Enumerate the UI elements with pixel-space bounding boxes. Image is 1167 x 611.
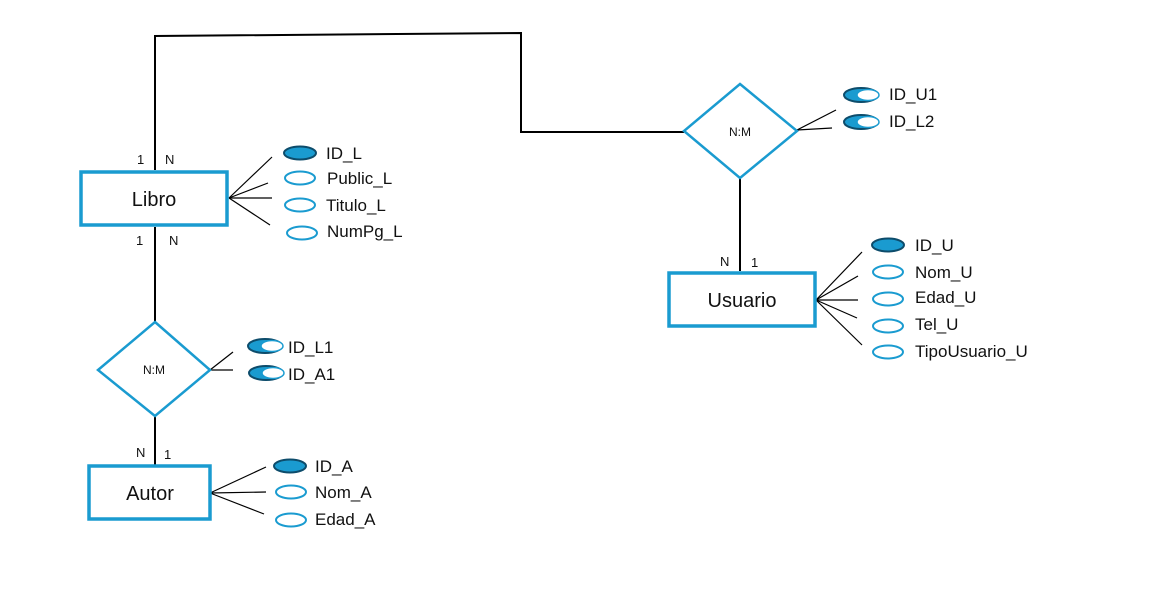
card-libro-bottom-right: N <box>169 233 178 248</box>
primary-key-icon <box>283 145 317 161</box>
nm-autor-attr-line-1 <box>209 351 234 371</box>
relationship-libro-usuario[interactable]: N:M <box>682 82 799 180</box>
foreign-key-icon <box>843 114 880 130</box>
attribute-libro-2[interactable]: Titulo_L <box>284 196 386 215</box>
attribute-icon <box>284 197 316 213</box>
entity-autor[interactable]: Autor <box>87 464 212 521</box>
svg-text:Nom_A: Nom_A <box>315 483 372 502</box>
svg-text:ID_A1: ID_A1 <box>288 365 335 384</box>
attribute-icon <box>284 170 316 186</box>
foreign-key-icon <box>248 365 285 381</box>
card-autor-top-left: N <box>136 445 145 460</box>
attribute-libro-1[interactable]: Public_L <box>284 169 392 188</box>
entity-libro[interactable]: Libro <box>79 170 229 227</box>
connector-libro-nm-usuario <box>154 31 684 170</box>
attribute-usuario-1[interactable]: Nom_U <box>872 263 973 282</box>
autor-attribute-lines <box>209 466 267 515</box>
nm-usuario-attr-line-1 <box>796 109 837 131</box>
attribute-icon <box>275 484 307 500</box>
svg-text:ID_L: ID_L <box>326 144 362 163</box>
libro-attribute-lines <box>228 156 273 226</box>
card-libro-top-right: N <box>165 152 174 167</box>
attribute-libro-3[interactable]: NumPg_L <box>286 222 403 241</box>
relationship-libro-autor-label: N:M <box>143 363 165 377</box>
attribute-icon <box>275 512 307 528</box>
svg-text:ID_A: ID_A <box>315 457 353 476</box>
svg-text:Tel_U: Tel_U <box>915 315 958 334</box>
foreign-key-icon <box>247 338 284 354</box>
svg-text:ID_U: ID_U <box>915 236 954 255</box>
attribute-icon <box>872 344 904 360</box>
attribute-autor-2[interactable]: Edad_A <box>275 510 376 529</box>
card-libro-bottom-left: 1 <box>136 233 143 248</box>
entity-autor-label: Autor <box>126 483 174 505</box>
relationship-attribute-libro-usuario-1[interactable]: ID_L2 <box>843 112 934 131</box>
relationship-attribute-libro-usuario-0[interactable]: ID_U1 <box>843 85 937 104</box>
svg-text:NumPg_L: NumPg_L <box>327 222 403 241</box>
attribute-libro-0[interactable]: ID_L <box>283 144 362 163</box>
svg-text:Edad_U: Edad_U <box>915 288 976 307</box>
entity-usuario[interactable]: Usuario <box>667 271 817 328</box>
primary-key-icon <box>273 458 307 474</box>
svg-text:Public_L: Public_L <box>327 169 392 188</box>
usuario-attribute-lines <box>815 251 863 346</box>
attribute-usuario-4[interactable]: TipoUsuario_U <box>872 342 1028 361</box>
card-autor-top-right: 1 <box>164 447 171 462</box>
card-usuario-top-right: 1 <box>751 255 758 270</box>
svg-text:TipoUsuario_U: TipoUsuario_U <box>915 342 1028 361</box>
nm-usuario-attr-line-2 <box>796 127 833 131</box>
relationship-attribute-libro-autor-1[interactable]: ID_A1 <box>248 365 335 384</box>
entity-usuario-label: Usuario <box>708 290 777 312</box>
card-libro-top-left: 1 <box>137 152 144 167</box>
attribute-icon <box>872 318 904 334</box>
relationship-libro-usuario-label: N:M <box>729 125 751 139</box>
attribute-usuario-0[interactable]: ID_U <box>871 236 954 255</box>
svg-text:ID_L1: ID_L1 <box>288 338 333 357</box>
svg-text:ID_U1: ID_U1 <box>889 85 937 104</box>
attribute-icon <box>872 264 904 280</box>
primary-key-icon <box>871 237 905 253</box>
attribute-autor-1[interactable]: Nom_A <box>275 483 372 502</box>
svg-text:Nom_U: Nom_U <box>915 263 973 282</box>
attribute-icon <box>872 291 904 307</box>
svg-text:Titulo_L: Titulo_L <box>326 196 386 215</box>
relationship-attribute-libro-autor-0[interactable]: ID_L1 <box>247 338 333 357</box>
attribute-icon <box>286 225 318 241</box>
svg-text:Edad_A: Edad_A <box>315 510 376 529</box>
card-usuario-top-left: N <box>720 254 729 269</box>
entity-libro-label: Libro <box>132 189 176 211</box>
attribute-usuario-2[interactable]: Edad_U <box>872 288 976 307</box>
attribute-autor-0[interactable]: ID_A <box>273 457 353 476</box>
foreign-key-icon <box>843 87 880 103</box>
attribute-usuario-3[interactable]: Tel_U <box>872 315 958 334</box>
svg-text:ID_L2: ID_L2 <box>889 112 934 131</box>
relationship-libro-autor[interactable]: N:M <box>96 320 212 418</box>
